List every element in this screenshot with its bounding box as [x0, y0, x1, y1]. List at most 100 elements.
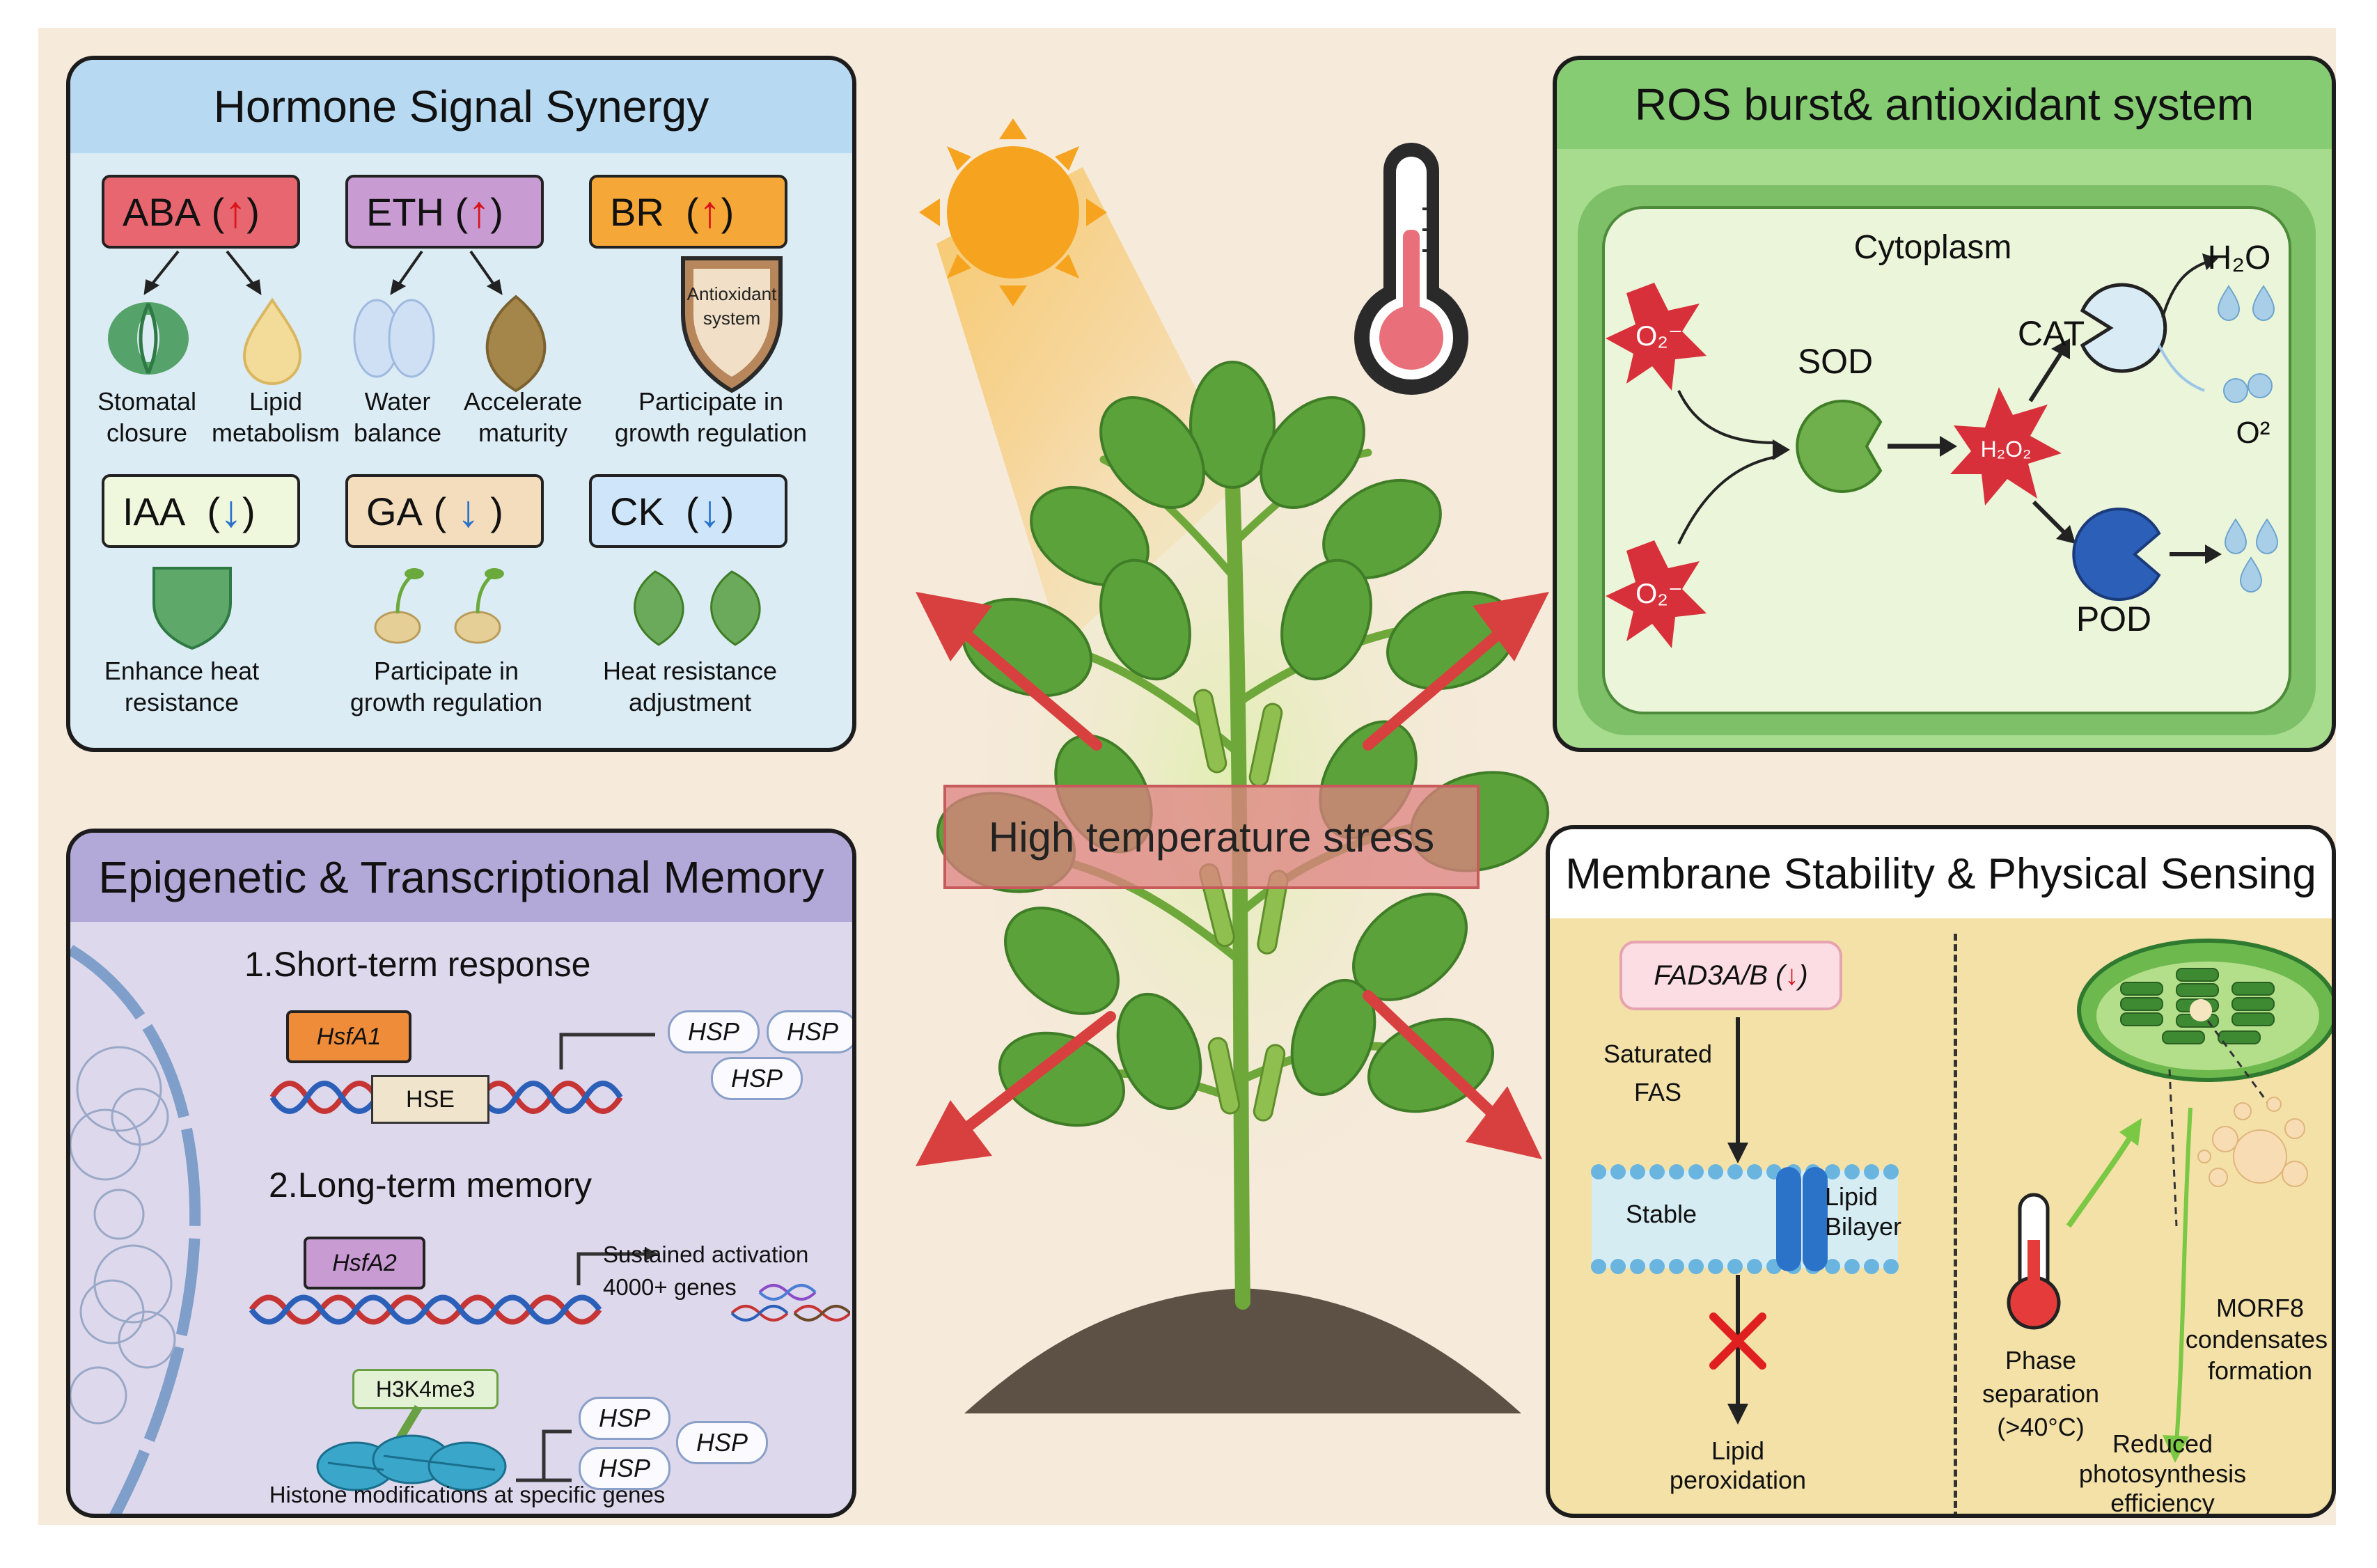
hsp-bubble: HSP: [711, 1057, 803, 1100]
hsp-bubble: HSP: [579, 1397, 670, 1440]
svg-text:POD: POD: [2076, 599, 2151, 638]
hormone-panel: Hormone Signal Synergy ABA (↑) ETH (↑) B…: [66, 56, 856, 752]
svg-text:O₂⁻: O₂⁻: [1635, 321, 1683, 352]
down-arrow-icon: ↓: [1784, 959, 1799, 991]
svg-text:O²: O²: [2236, 416, 2270, 450]
hormone-icons-top: Antioxidant system: [108, 250, 783, 393]
bilayer-label: Bilayer: [1825, 1212, 1902, 1241]
fas-label: FAS: [1633, 1078, 1682, 1106]
divider: [1954, 934, 1957, 1514]
hydrogen-peroxide-icon: H₂O₂: [1950, 387, 2062, 505]
hormone-icons-bottom: [152, 567, 761, 650]
hsp-bubble: HSP: [767, 1010, 852, 1053]
thermometer-icon: [1354, 143, 1468, 395]
short-term-label: 1.Short-term response: [244, 945, 591, 984]
svg-text:SOD: SOD: [1798, 342, 1873, 381]
peroxidation-label: peroxidation: [1669, 1466, 1807, 1494]
chloroplast-illustration: [2007, 939, 2332, 1463]
superoxide-icon: O₂⁻: [1606, 540, 1707, 648]
effect-water-balance: Water balance: [353, 387, 442, 447]
lipid-droplet-icon: [242, 297, 302, 386]
sustained-activation-label: Sustained activation: [603, 1241, 809, 1267]
effect-growth-regulation-ga: Participate in growth regulation: [350, 657, 543, 716]
up-arrow-icon: ↑: [468, 187, 491, 237]
green-leaf-icon: [634, 570, 761, 646]
chloroplast-icon: [2077, 939, 2332, 1082]
block-x-icon: [1709, 1312, 1766, 1370]
ros-panel-title: ROS burst& antioxidant system: [1634, 79, 2254, 130]
cytoplasm-region: [1602, 206, 2291, 714]
effect-heat-resistance-adjustment: Heat resistance adjustment: [602, 657, 778, 716]
genes-count-label: 4000+ genes: [603, 1274, 737, 1300]
svg-text:system: system: [703, 308, 760, 329]
saturated-label: Saturated: [1603, 1040, 1713, 1068]
up-arrow-icon: ↑: [698, 187, 721, 237]
sod-enzyme-icon: [1796, 400, 1883, 493]
stress-arrows: [916, 592, 1549, 1166]
peroxidation-lipid-label: Lipid: [1711, 1436, 1765, 1465]
hsfa2-box: HsfA2: [304, 1237, 425, 1289]
epigenetic-panel-header: Epigenetic & Transcriptional Memory: [70, 833, 852, 922]
water-drop-icon: [2224, 518, 2279, 593]
fad-box: FAD3A/B (↓): [1619, 941, 1842, 1010]
green-shield-icon: [152, 567, 232, 650]
hormone-box-ck: CK (↓): [589, 474, 787, 548]
h3k4me3-box: H3K4me3: [352, 1369, 499, 1409]
separation-label: separation: [1982, 1379, 2100, 1408]
down-arrow-icon: ↓: [457, 486, 480, 536]
center-title-box: High temperature stress: [943, 785, 1480, 889]
effect-stomatal-closure: Stomatal closure: [97, 387, 197, 447]
phase-label: Phase: [2005, 1346, 2077, 1374]
cytoplasm-label: Cytoplasm: [1853, 229, 2012, 266]
hormone-box-br: BR (↑): [589, 175, 787, 249]
nucleus-illustration: [70, 945, 201, 1514]
sun-icon: [919, 118, 1107, 306]
effect-enhance-heat-resistance: Enhance heat resistance: [104, 657, 260, 716]
shield-icon: Antioxidant system: [681, 256, 783, 393]
ros-panel-header: ROS burst& antioxidant system: [1557, 60, 2332, 149]
superoxide-icon: O₂⁻: [1606, 283, 1707, 391]
epigenetic-panel: Epigenetic & Transcriptional Memory 1.Sh…: [66, 829, 856, 1518]
epigenetic-panel-title: Epigenetic & Transcriptional Memory: [98, 852, 824, 902]
hsp-bubble: HSP: [676, 1421, 768, 1464]
cat-enzyme-icon: [2080, 283, 2167, 373]
hsfa1-box: HsfA1: [286, 1010, 411, 1063]
reduced-label: Reduced: [2112, 1429, 2213, 1458]
leaf-icon: [485, 295, 547, 393]
svg-text:CAT: CAT: [2018, 314, 2085, 353]
membrane-illustration: [1591, 1017, 1899, 1425]
pod-enzyme-icon: [2072, 508, 2161, 601]
up-arrow-icon: ↑: [224, 187, 247, 237]
morf8-label: MORF8: [2216, 1294, 2304, 1322]
stable-label: Stable: [1625, 1200, 1697, 1228]
svg-text:O₂⁻: O₂⁻: [1635, 579, 1683, 609]
gene-dna-icon: [730, 1284, 850, 1322]
stomata-icon: [108, 302, 189, 375]
center-title: High temperature stress: [988, 813, 1435, 861]
hormone-panel-header: Hormone Signal Synergy: [70, 60, 852, 153]
dna-long-term: [249, 1247, 850, 1325]
long-term-label: 2.Long-term memory: [269, 1166, 593, 1205]
membrane-panel: Membrane Stability & Physical Sensing FA…: [1546, 825, 2336, 1518]
figure-canvas: High temperature stress Hormone Signal S…: [38, 28, 2336, 1525]
center-illustration: [916, 118, 1550, 1413]
seedling-icon: [374, 568, 504, 644]
ros-diagram: O₂⁻ O₂⁻ SOD H₂O₂ CAT: [1606, 240, 2279, 648]
soil-mound-icon: [964, 1288, 1521, 1413]
svg-text:H₂O₂: H₂O₂: [1981, 437, 2032, 462]
svg-text:H₂O: H₂O: [2208, 240, 2271, 276]
effect-accelerate-maturity: Accelerate maturity: [463, 387, 583, 447]
effect-lipid-metabolism: Lipid metabolism: [211, 387, 340, 447]
membrane-panel-header: Membrane Stability & Physical Sensing: [1550, 829, 2332, 918]
photosynthesis-label: photosynthesis: [2078, 1459, 2247, 1488]
effect-growth-regulation: Participate in growth regulation: [614, 387, 808, 447]
efficiency-label: efficiency: [2110, 1489, 2215, 1517]
temperature-label: (>40°C): [1997, 1413, 2085, 1441]
svg-text:Antioxidant: Antioxidant: [687, 283, 777, 304]
hormone-box-eth: ETH (↑): [345, 175, 544, 249]
hormone-panel-title: Hormone Signal Synergy: [213, 81, 709, 132]
hormone-box-aba: ABA (↑): [102, 175, 300, 249]
hormone-box-ga: GA ( ↓ ): [345, 474, 544, 548]
aquaporin-icon: [353, 299, 435, 378]
hse-box: HSE: [371, 1075, 489, 1124]
